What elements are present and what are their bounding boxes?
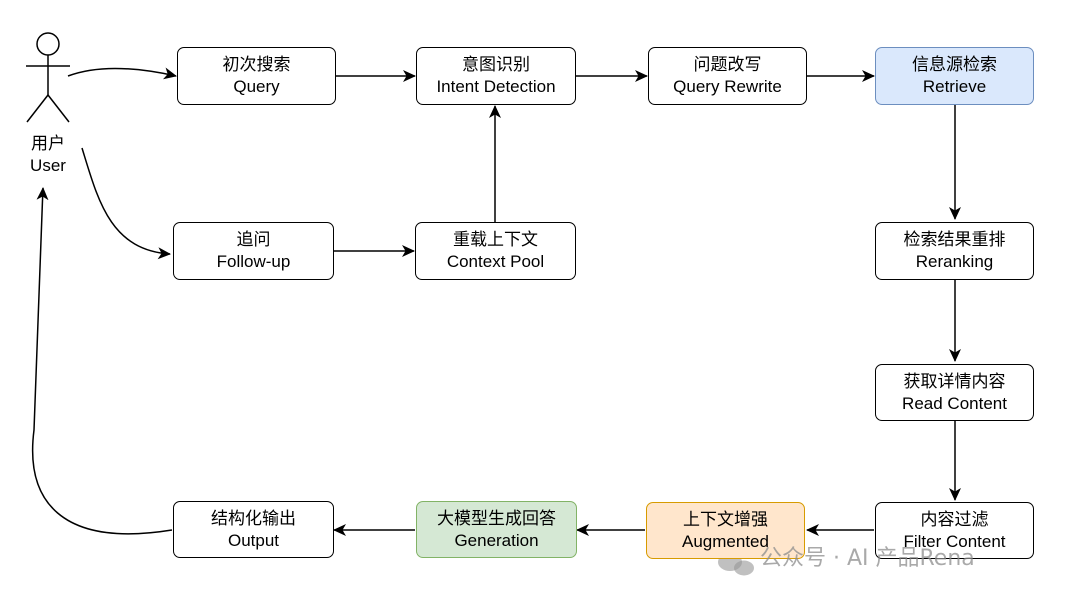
node-query-zh: 初次搜索 <box>222 55 291 75</box>
node-retrieve: 信息源检索 Retrieve <box>875 47 1034 105</box>
node-intent-en: Intent Detection <box>436 77 556 96</box>
node-generation: 大模型生成回答 Generation <box>416 501 577 558</box>
node-filter-content: 内容过滤 Filter Content <box>875 502 1034 559</box>
node-augmented-en: Augmented <box>682 531 769 551</box>
arrow-user-to-query <box>67 67 177 80</box>
node-rerank-zh: 检索结果重排 <box>903 230 1006 250</box>
node-filter-zh: 内容过滤 <box>920 509 989 530</box>
node-output-en: Output <box>227 530 280 550</box>
node-context-en: Context Pool <box>446 252 545 271</box>
node-query: 初次搜索 Query <box>177 47 336 105</box>
node-rewrite-en: Query Rewrite <box>673 77 782 96</box>
user-label: 用户 User <box>20 133 76 177</box>
node-retrieve-en: Retrieve <box>922 77 987 96</box>
node-output: 结构化输出 Output <box>173 501 334 558</box>
arrow-output-to-user <box>32 187 173 535</box>
node-filter-en: Filter Content <box>903 531 1006 551</box>
node-read-zh: 获取详情内容 <box>903 371 1006 392</box>
node-generation-zh: 大模型生成回答 <box>437 508 556 529</box>
node-augmented: 上下文增强 Augmented <box>646 502 805 559</box>
node-query-en: Query <box>233 77 280 96</box>
node-intent-detection: 意图识别 Intent Detection <box>416 47 576 105</box>
user-label-zh: 用户 <box>31 134 65 153</box>
node-reranking: 检索结果重排 Reranking <box>875 222 1034 280</box>
watermark: 公众号 · AI 产品Rena <box>760 540 975 572</box>
node-followup-zh: 追问 <box>236 230 271 250</box>
user-actor-icon <box>26 32 70 123</box>
node-context-zh: 重载上下文 <box>453 230 538 250</box>
node-intent-zh: 意图识别 <box>462 55 530 75</box>
node-read-content: 获取详情内容 Read Content <box>875 364 1034 421</box>
node-rerank-en: Reranking <box>915 252 994 271</box>
node-read-en: Read Content <box>902 393 1007 413</box>
node-rewrite-zh: 问题改写 <box>693 55 762 75</box>
arrow-user-to-followup <box>81 147 171 260</box>
node-follow-up: 追问 Follow-up <box>173 222 334 280</box>
node-augmented-zh: 上下文增强 <box>683 509 768 530</box>
node-generation-en: Generation <box>454 530 539 550</box>
node-query-rewrite: 问题改写 Query Rewrite <box>648 47 807 105</box>
node-context-pool: 重载上下文 Context Pool <box>415 222 576 280</box>
node-followup-en: Follow-up <box>216 252 291 271</box>
node-output-zh: 结构化输出 <box>211 508 296 529</box>
watermark-text: 公众号 · AI 产品Rena <box>760 546 975 571</box>
user-label-en: User <box>30 156 66 175</box>
node-retrieve-zh: 信息源检索 <box>912 55 997 75</box>
